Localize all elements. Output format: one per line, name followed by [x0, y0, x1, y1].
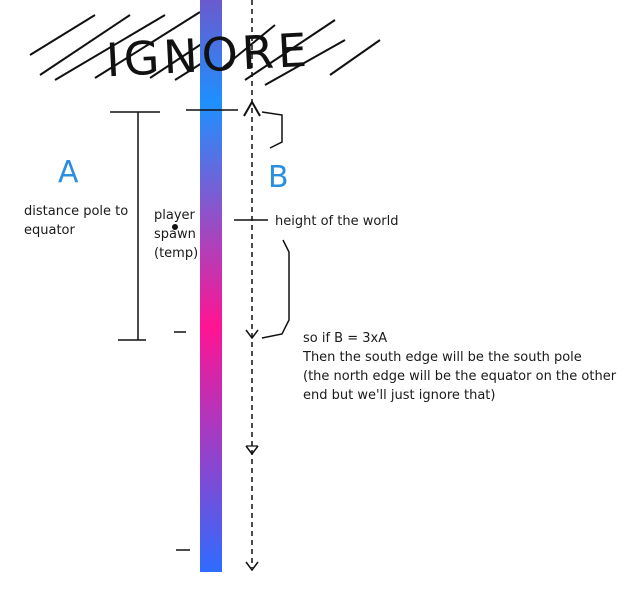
player-spawn-line-2: spawn [154, 227, 196, 242]
bracket-a [110, 111, 160, 341]
note-line-4: end but we'll just ignore that) [303, 388, 496, 403]
ignore-label: IGNORE [104, 22, 313, 88]
player-spawn-dot [172, 224, 178, 230]
note-line-1: so if B = 3xA [303, 331, 388, 346]
player-spawn-line-3: (temp) [154, 246, 199, 261]
a-description-line-2: equator [24, 223, 75, 238]
world-gradient-bar [200, 0, 222, 572]
arrow-down-icon-bottom [245, 561, 259, 572]
note-line-2: Then the south edge will be the south po… [303, 350, 582, 365]
player-spawn-line-1: player [154, 208, 195, 223]
hatch-marks [29, 11, 381, 86]
bracket-b-top [261, 111, 283, 149]
label-b: B [268, 160, 289, 195]
height-label: height of the world [275, 214, 399, 229]
a-description-line-1: distance pole to [24, 204, 129, 219]
arrow-down-icon-mid [245, 445, 259, 456]
bracket-b-bottom [261, 239, 290, 339]
arrow-down-icon [245, 329, 259, 340]
note-line-3: (the north edge will be the equator on t… [303, 369, 617, 384]
label-a: A [58, 155, 79, 190]
arrow-up-icon [243, 99, 261, 117]
